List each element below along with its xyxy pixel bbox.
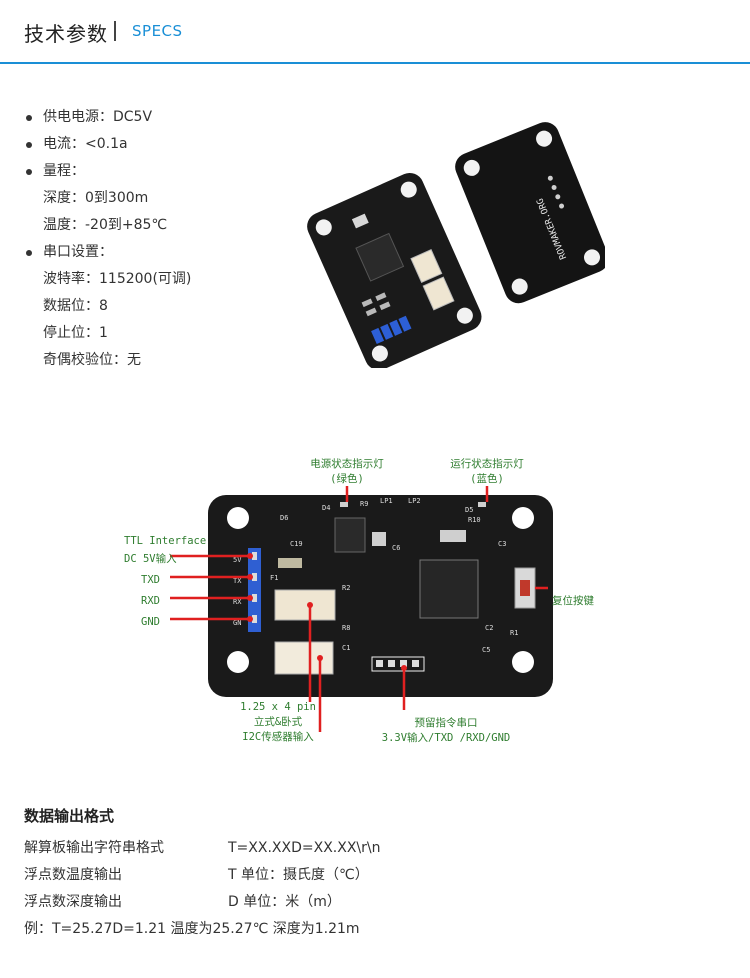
- format-example: 例：T=25.27D=1.21 温度为25.27℃ 深度为1.21m: [24, 921, 360, 937]
- title-divider: [114, 21, 116, 41]
- spec-item-range: 量程：: [24, 158, 304, 185]
- header-rule: [0, 62, 750, 64]
- page-subtitle: SPECS: [132, 22, 183, 40]
- mcu-chip: [419, 559, 479, 619]
- page-header: 技术参数 SPECS: [0, 0, 750, 64]
- spec-item-power: 供电电源：DC5V: [24, 104, 304, 131]
- ttl-header: [248, 548, 261, 632]
- i2c-input-label: I2C传感器输入: [242, 730, 314, 743]
- i2c-size-label: 1.25 x 4 pin: [240, 701, 316, 713]
- cmd-port-label: 预留指令串口: [415, 716, 478, 729]
- format-row-label: 解算板输出字符串格式: [24, 840, 164, 856]
- page-title: 技术参数: [24, 22, 108, 46]
- silk-pin-tx: TX: [233, 577, 242, 585]
- silk-d6: D6: [280, 514, 288, 522]
- spec-item-baud: 波特率：115200(可调): [43, 271, 192, 287]
- diode-d6: [278, 558, 302, 568]
- run-led-label: 运行状态指示灯: [450, 457, 524, 470]
- format-row-value: T=XX.XXD=XX.XX\r\n: [228, 840, 381, 856]
- crystal: [440, 530, 466, 542]
- ttl-pin-5v-label: DC 5V输入: [124, 552, 177, 565]
- reset-button-cap: [520, 580, 530, 596]
- silk-c6: C6: [392, 544, 400, 552]
- silk-pin-gn: GN: [233, 619, 241, 627]
- mount-hole-tr: [512, 507, 534, 529]
- silk-r10: R10: [468, 516, 481, 524]
- silk-c3: C3: [498, 540, 506, 548]
- format-row-value: D 单位：米（m）: [228, 894, 341, 910]
- format-row-label: 浮点数深度输出: [24, 894, 122, 910]
- silk-pin-rx: RX: [233, 598, 242, 606]
- board-photo: ROVMAKER.ORG: [307, 122, 605, 368]
- silk-d4: D4: [322, 504, 330, 512]
- spec-item-stopbits: 停止位：1: [43, 325, 108, 341]
- power-led-label: 电源状态指示灯: [310, 457, 384, 470]
- led-d4: [340, 502, 348, 507]
- ttl-interface-title: TTL Interface: [124, 535, 206, 547]
- mount-hole-br: [512, 651, 534, 673]
- silk-f1: F1: [270, 574, 278, 582]
- silk-r8: R8: [342, 624, 350, 632]
- spec-item-temperature: 温度：-20到+85℃: [43, 217, 168, 233]
- spec-item-current: 电流：<0.1a: [24, 131, 304, 158]
- mount-hole-tl: [227, 507, 249, 529]
- i2c-connector-horizontal: [274, 641, 334, 675]
- silk-c1: C1: [342, 644, 350, 652]
- output-format-title: 数据输出格式: [24, 807, 115, 825]
- spec-item-parity: 奇偶校验位：无: [43, 352, 141, 368]
- led-d5: [478, 502, 486, 507]
- silk-r1: R1: [510, 629, 518, 637]
- spec-item-depth: 深度：0到300m: [43, 190, 149, 206]
- i2c-mount-label: 立式&卧式: [254, 715, 303, 728]
- silk-c5: C5: [482, 646, 490, 654]
- capacitor-c19: [372, 532, 386, 546]
- regulator: [334, 517, 366, 553]
- spec-item-serial: 串口设置：: [24, 239, 304, 266]
- silk-r9: R9: [360, 500, 368, 508]
- cmd-header: [371, 656, 425, 672]
- spec-list: 供电电源：DC5V 电流：<0.1a 量程： 深度：0到300m 温度：-20到…: [24, 104, 304, 374]
- format-row-label: 浮点数温度输出: [24, 867, 122, 883]
- format-row-value: T 单位：摄氏度（℃）: [228, 867, 369, 883]
- ttl-pin-txd-label: TXD: [141, 574, 160, 586]
- cmd-port-pins-label: 3.3V输入/TXD /RXD/GND: [382, 731, 510, 744]
- board-front: [307, 172, 482, 368]
- silk-lp2: LP2: [408, 497, 421, 505]
- silk-c2: C2: [485, 624, 493, 632]
- power-led-color: (绿色): [330, 472, 364, 485]
- run-led-color: (蓝色): [470, 472, 504, 485]
- silk-d5: D5: [465, 506, 473, 514]
- silk-r2: R2: [342, 584, 350, 592]
- mount-hole-bl: [227, 651, 249, 673]
- silk-lp1: LP1: [380, 497, 393, 505]
- board-back: ROVMAKER.ORG: [455, 122, 605, 304]
- ttl-pin-rxd-label: RXD: [141, 595, 160, 607]
- i2c-connector-vertical: [274, 589, 336, 621]
- silk-pin-5v: 5V: [233, 556, 242, 564]
- reset-button-label: 复位按键: [552, 594, 594, 607]
- spec-item-databits: 数据位：8: [43, 298, 108, 314]
- board-diagram: 5V TX RX GN D4 D5 LP1 LP2 R9 R10 D6 C19 …: [124, 457, 594, 744]
- ttl-pin-gnd-label: GND: [141, 616, 160, 628]
- silk-c19: C19: [290, 540, 303, 548]
